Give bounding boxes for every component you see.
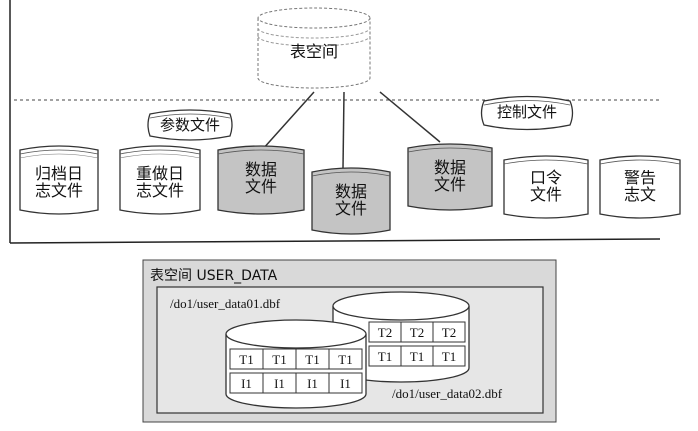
link-datafile-1 [261, 91, 315, 151]
back-disk-cell: T2 [441, 325, 457, 340]
front-disk-cell: T1 [272, 352, 287, 367]
back-disk-cell: T1 [441, 349, 457, 364]
file-data-2 [311, 167, 391, 235]
link-datafile-2 [342, 91, 345, 169]
param-file-label: 参数文件 [159, 116, 220, 134]
file-alert-log-line1: 警告 [623, 170, 656, 187]
file-data-3-label: 数据 文件 [408, 158, 492, 194]
file-archive-log-label: 归档日 志文件 [20, 164, 98, 200]
tablespace-label: 表空间 [289, 42, 338, 61]
file-data-2-line1: 数据 [334, 182, 367, 201]
file-data-3-line1: 数据 [433, 158, 466, 177]
bottom-diagram [142, 259, 557, 423]
front-disk-cell: I1 [241, 376, 252, 391]
back-disk-cell: T2 [409, 325, 425, 340]
file-data-1-line1: 数据 [244, 160, 277, 179]
file-data-1-label: 数据 文件 [218, 160, 304, 196]
tablespace-cylinder [257, 7, 371, 89]
tablespace-panel-title: 表空间 USER_DATA [150, 268, 278, 284]
file-alert-log [599, 155, 681, 219]
top-diagram [9, 0, 681, 244]
front-disk-cell: I1 [340, 376, 351, 391]
datafile-02-path: /do1/user_data02.dbf [392, 386, 503, 401]
file-archive-log-line1: 归档日 [34, 164, 83, 183]
front-disk-cell: T1 [338, 352, 353, 367]
back-disk-cell: T2 [377, 325, 393, 340]
control-file-banner [480, 95, 574, 131]
file-data-1 [217, 145, 305, 215]
file-redo-log-label: 重做日 志文件 [120, 164, 200, 200]
param-file-banner [147, 109, 233, 141]
file-redo-log-line1: 重做日 [135, 164, 184, 183]
datafile-01-path: /do1/user_data01.dbf [170, 296, 281, 311]
front-disk-cell: I1 [274, 376, 285, 391]
file-password-label: 口令 文件 [504, 168, 588, 204]
file-password [503, 155, 589, 219]
file-data-2-label: 数据 文件 [312, 182, 390, 218]
file-alert-log-label: 警告 志文 [600, 170, 680, 204]
file-password-line2: 文件 [529, 184, 562, 204]
frame-bottom-line [9, 238, 661, 244]
file-data-1-line2: 文件 [244, 176, 277, 196]
link-datafile-3 [379, 91, 441, 143]
front-disk-cell: T1 [239, 352, 254, 367]
back-disk-cell: T1 [377, 349, 393, 364]
file-data-2-line2: 文件 [334, 198, 367, 218]
datafile-disk-front [225, 319, 367, 409]
file-data-3 [407, 143, 493, 211]
datafile-disk-back [332, 291, 470, 383]
file-archive-log-line2: 志文件 [34, 180, 83, 200]
file-alert-log-line2: 志文 [623, 184, 656, 204]
front-disk-cell: T1 [305, 352, 320, 367]
file-redo-log [119, 145, 201, 215]
front-disk-cell: I1 [307, 376, 318, 391]
back-disk-cell: T1 [409, 349, 425, 364]
control-file-label: 控制文件 [496, 103, 557, 121]
file-password-line1: 口令 [529, 168, 562, 187]
file-data-3-line2: 文件 [433, 174, 466, 194]
file-archive-log [19, 145, 99, 215]
file-redo-log-line2: 志文件 [135, 180, 184, 200]
